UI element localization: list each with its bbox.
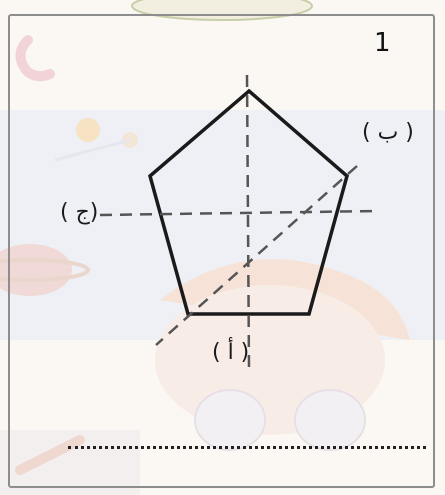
exercise-number: 1 bbox=[374, 28, 391, 58]
label-j: (ج ) bbox=[60, 200, 99, 225]
answer-line[interactable] bbox=[68, 446, 426, 449]
exercise-card bbox=[8, 14, 435, 488]
symmetry-line-j bbox=[99, 209, 379, 217]
label-a: ( أ ) bbox=[212, 340, 250, 365]
symmetry-line-a bbox=[245, 74, 251, 369]
label-b: ( ب ) bbox=[362, 120, 414, 145]
pentagon-shape bbox=[148, 88, 349, 316]
symmetry-line-b bbox=[155, 165, 358, 346]
